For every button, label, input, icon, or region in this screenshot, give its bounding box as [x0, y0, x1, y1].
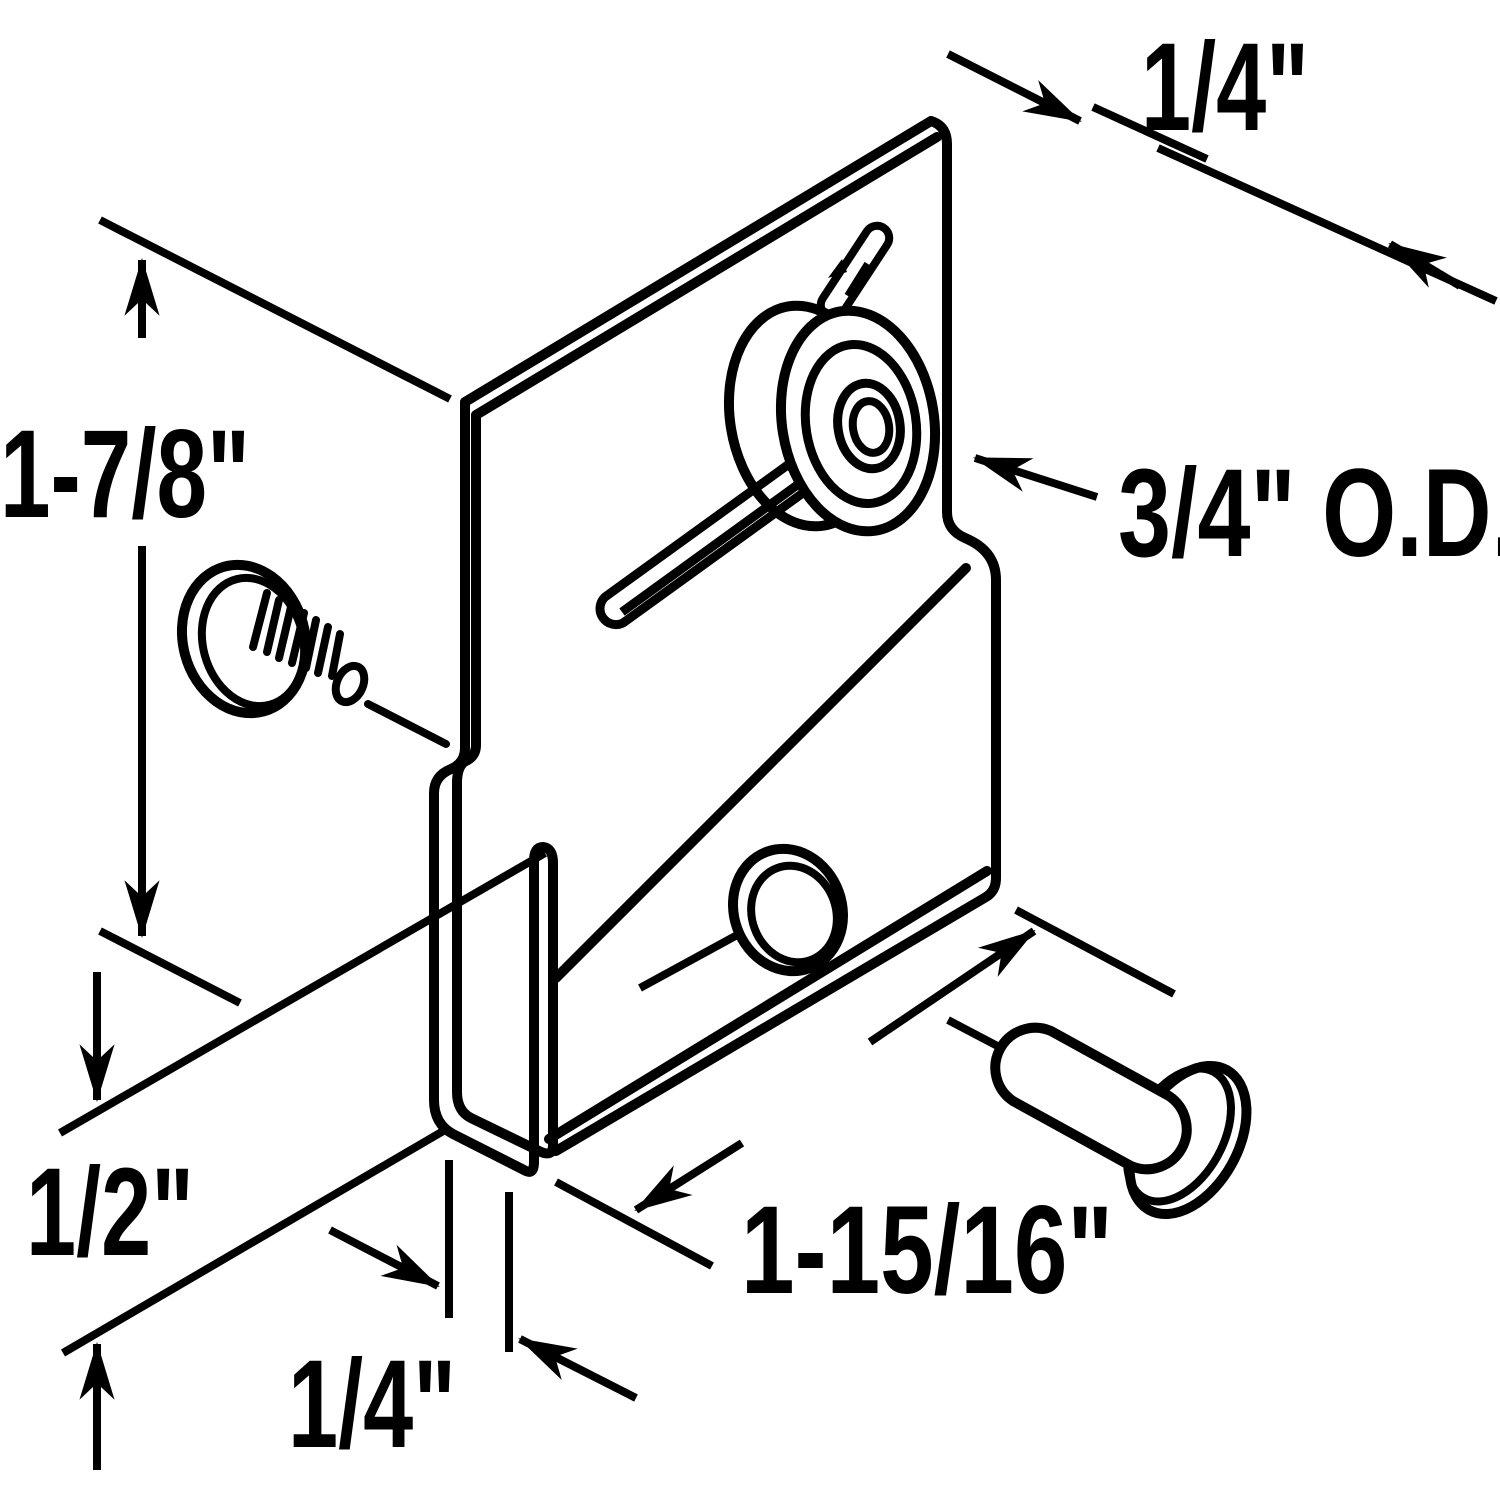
rivet-body: [990, 1022, 1192, 1175]
front-plate-top-fold-edge: [551, 563, 971, 983]
label-lip-depth: 1/2": [26, 1143, 194, 1282]
screw-tip: [331, 661, 369, 707]
back-plate: [429, 116, 1001, 1177]
machine-screw: [176, 559, 450, 748]
plate-top-edge-inner: [471, 132, 942, 420]
width-tick-left: [554, 1178, 714, 1270]
extension-line-top-left: [98, 216, 452, 403]
roller-wheel: [723, 300, 941, 537]
label-bracket-height: 1-7/8": [0, 405, 250, 544]
offset-dim-arrow-left: [946, 50, 1082, 125]
channel-dim-arrow-left: [328, 1226, 440, 1290]
wheel-hub: [833, 378, 905, 474]
label-bracket-width: 1-15/16": [741, 1181, 1113, 1320]
screw-leader-line: [364, 700, 450, 748]
label-channel-width: 1/4": [288, 1335, 456, 1474]
plate-top-edge-outer: [460, 116, 936, 407]
offset-dim-arrow-right: [1387, 240, 1463, 290]
plate-bottom-edge-inner: [544, 866, 992, 1144]
wheel-groove-ring: [800, 340, 922, 508]
slot-arm-inner-line: [619, 479, 803, 616]
channel-dim-arrow-right: [518, 1335, 638, 1402]
hook-channel-lip-cap: [529, 842, 558, 868]
plate-left-edge-inner: [452, 410, 558, 1159]
rivet: [990, 1022, 1252, 1220]
cotter-pin-loop: [816, 221, 894, 322]
cotter-pin-inner-line: [844, 261, 872, 299]
label-roller-od: 3/4" O.D.: [1118, 444, 1500, 583]
cotter-pin: [816, 221, 894, 322]
wheel-axle-hole: [848, 397, 894, 457]
width-dim-arrow-left: [633, 1139, 745, 1214]
width-tick-right: [1014, 906, 1176, 998]
adjustment-slot-arm: [595, 459, 812, 630]
lip-extension-lower: [60, 1126, 448, 1357]
label-roller-offset: 1/4": [1141, 18, 1309, 157]
plate-right-edge-and-bottom: [551, 116, 1001, 1156]
width-dim-arrow-right: [867, 927, 1037, 1046]
dimension-lines: [58, 50, 1498, 1470]
mounting-hole: [638, 843, 1009, 1055]
lip-extension-upper: [58, 849, 547, 1137]
od-leader-arrow: [973, 454, 1099, 501]
screw-threads: [249, 589, 344, 680]
offset-gap-line-upper: [1091, 103, 1209, 163]
extension-line-plate-bottom: [98, 927, 242, 1007]
plate-left-edge-outer: [429, 397, 539, 1177]
dimension-labels: 1/4" 3/4" O.D. 1-7/8" 1/2" 1-15/16" 1/4": [0, 18, 1500, 1474]
slot-arm-outline: [595, 459, 812, 630]
cotter-pin-bend: [828, 259, 847, 278]
hole-inner-ring: [747, 861, 841, 967]
